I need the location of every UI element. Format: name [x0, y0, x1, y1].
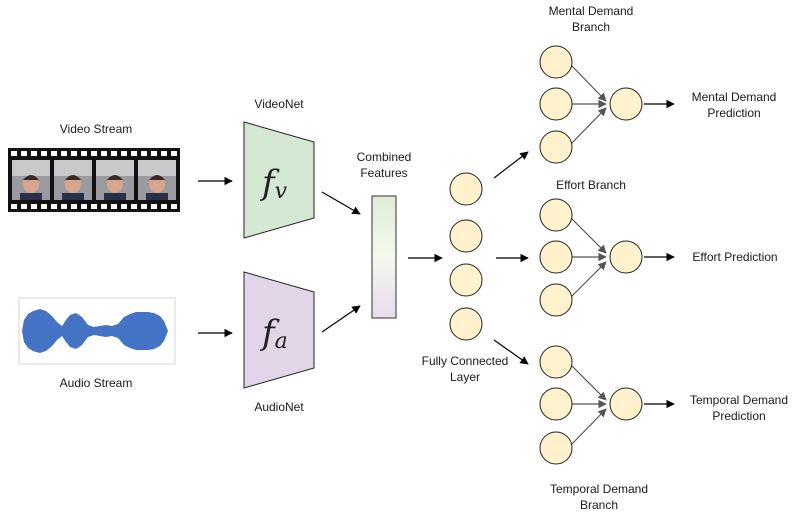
audionet-label: AudioNet: [254, 400, 304, 414]
temporal-prediction-label: Temporal Demand Prediction: [680, 392, 798, 424]
temporal-input-neuron: [539, 345, 573, 379]
fc-neuron: [449, 219, 483, 253]
temporal-branch-title-line1: Temporal Demand: [549, 482, 649, 496]
mental-branch-title: Mental Demand Branch: [526, 3, 656, 35]
mental-prediction-line2: Prediction: [707, 106, 761, 120]
mental-prediction-line1: Mental Demand: [691, 90, 777, 104]
effort-output-neuron: [609, 240, 643, 274]
temporal-input-neuron: [539, 387, 573, 421]
effort-input-neuron: [539, 283, 573, 317]
audio-stream-label: Audio Stream: [59, 376, 133, 390]
combined-features-vector: [371, 195, 397, 319]
temporal-prediction-line2: Prediction: [712, 409, 766, 423]
effort-prediction-label: Effort Prediction: [692, 250, 778, 264]
videonet-encoder-trapezoid: [243, 121, 315, 239]
videonet-label: VideoNet: [254, 97, 304, 111]
mental-demand-branch: [539, 45, 675, 164]
fully-connected-label: Fully Connected Layer: [406, 353, 524, 385]
fc-neuron: [449, 263, 483, 297]
temporal-branch-title-line2: Branch: [579, 498, 619, 512]
fully-connected-label-line1: Fully Connected: [421, 354, 509, 368]
audio-waveform-image: [18, 297, 176, 365]
mental-branch-title-line1: Mental Demand: [548, 4, 634, 18]
temporal-prediction-line1: Temporal Demand: [689, 393, 789, 407]
fc-neuron: [449, 172, 483, 206]
video-stream-label: Video Stream: [59, 122, 133, 136]
arrow-fc-to-mental-branch: [493, 151, 529, 179]
audionet-encoder-trapezoid: [243, 271, 315, 389]
arrow-fc-to-temporal-branch: [493, 339, 529, 365]
effort-input-neuron: [539, 198, 573, 232]
mental-input-neuron: [539, 87, 573, 121]
effort-branch: [539, 198, 675, 317]
mental-branch-title-line2: Branch: [571, 20, 611, 34]
combined-features-label: Combined Features: [336, 149, 432, 181]
fully-connected-label-line2: Layer: [449, 370, 481, 384]
mental-input-neuron: [539, 45, 573, 79]
temporal-output-neuron: [609, 387, 643, 421]
temporal-branch-title: Temporal Demand Branch: [526, 481, 672, 513]
video-filmstrip-image: [8, 148, 180, 212]
combined-features-label-line1: Combined: [356, 150, 412, 164]
fc-neuron: [449, 307, 483, 341]
mental-output-neuron: [609, 87, 643, 121]
mental-input-neuron: [539, 130, 573, 164]
mental-prediction-label: Mental Demand Prediction: [674, 89, 794, 121]
temporal-input-neuron: [539, 431, 573, 465]
fc-layer-neurons: [449, 172, 483, 341]
arrow-audionet-to-features: [321, 305, 361, 333]
combined-features-label-line2: Features: [360, 166, 408, 180]
temporal-demand-branch: [539, 345, 675, 465]
arrow-videonet-to-features: [321, 191, 361, 215]
effort-input-neuron: [539, 240, 573, 274]
effort-branch-title: Effort Branch: [556, 178, 626, 192]
